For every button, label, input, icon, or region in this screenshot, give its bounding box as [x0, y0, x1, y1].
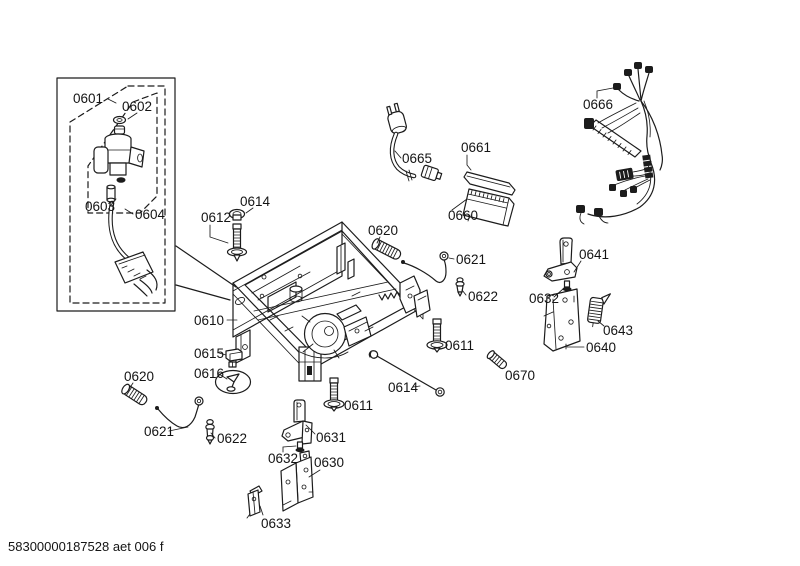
pin-0620-top: [371, 238, 402, 260]
wiring-harness: [576, 62, 663, 225]
callout-0632-bottom: 0632: [268, 451, 298, 466]
bracket-0631: [281, 399, 313, 445]
callout-0601: 0601: [73, 91, 103, 106]
document-code: 58300000187528 aet 006 f: [8, 539, 164, 554]
cover-strip-0661: [463, 171, 516, 196]
callout-0620-top: 0620: [368, 223, 398, 238]
callout-0620-left: 0620: [124, 369, 154, 384]
screw-0632-right: [562, 280, 572, 292]
callout-0666: 0666: [583, 97, 613, 112]
callout-0622-top: 0622: [468, 289, 498, 304]
screw-0612-nut-0614: [226, 208, 248, 262]
callout-0622-bottom: 0622: [217, 431, 247, 446]
callout-0610: 0610: [194, 313, 224, 328]
callout-0630: 0630: [314, 455, 344, 470]
callout-0641: 0641: [579, 247, 609, 262]
screw-0611-left: [323, 377, 345, 412]
earth-wire-0621-bottom: [155, 396, 204, 429]
power-cord: [386, 102, 443, 182]
leader-lines: [107, 87, 614, 516]
damper-0643: [587, 293, 611, 328]
callout-0604: 0604: [135, 207, 166, 222]
callout-0631: 0631: [316, 430, 346, 445]
clip-0615: [225, 348, 243, 368]
earth-wire-0614-long: [368, 350, 445, 397]
callout-0621-bottom: 0621: [144, 424, 174, 439]
clip-0622-bottom: [205, 419, 215, 445]
bracket-0641: [543, 237, 578, 282]
callout-0612: 0612: [201, 210, 231, 225]
screw-0632-bottom: [295, 441, 305, 453]
callout-0611-right: 0611: [445, 338, 474, 353]
pin-0670: [486, 350, 508, 370]
screw-0611-right: [426, 318, 448, 353]
callout-0616: 0616: [194, 366, 224, 381]
callout-0615: 0615: [194, 346, 224, 361]
callout-0660: 0660: [448, 208, 478, 223]
bracket-0640: [543, 288, 581, 352]
base-panel-0660: [462, 188, 515, 227]
callout-0632-right: 0632: [529, 291, 559, 306]
projection-lines: [175, 245, 237, 301]
callout-0603: 0603: [85, 199, 115, 214]
earth-wire-0621-top: [401, 251, 449, 283]
callout-0640: 0640: [586, 340, 616, 355]
callout-0643: 0643: [603, 323, 633, 338]
base-frame: [232, 221, 431, 382]
callout-0614-top: 0614: [240, 194, 271, 209]
bracket-0630: [280, 450, 314, 512]
callout-0661: 0661: [461, 140, 491, 155]
clip-0622-top: [455, 277, 465, 297]
bracket-0633: [246, 485, 263, 519]
callout-0670: 0670: [505, 368, 535, 383]
callout-labels: 0601 0602 0603 0604 0612 0614 0620 0665 …: [73, 91, 633, 531]
pin-0620-left: [121, 383, 148, 406]
callout-0611-left: 0611: [344, 398, 373, 413]
callout-0602: 0602: [122, 99, 152, 114]
valve-assembly-box: [56, 77, 176, 312]
seal-kit-0616: [214, 369, 252, 395]
callout-0633: 0633: [261, 516, 291, 531]
callout-0665: 0665: [402, 151, 432, 166]
callout-0621-top: 0621: [456, 252, 486, 267]
callout-0614-long: 0614: [388, 380, 419, 395]
